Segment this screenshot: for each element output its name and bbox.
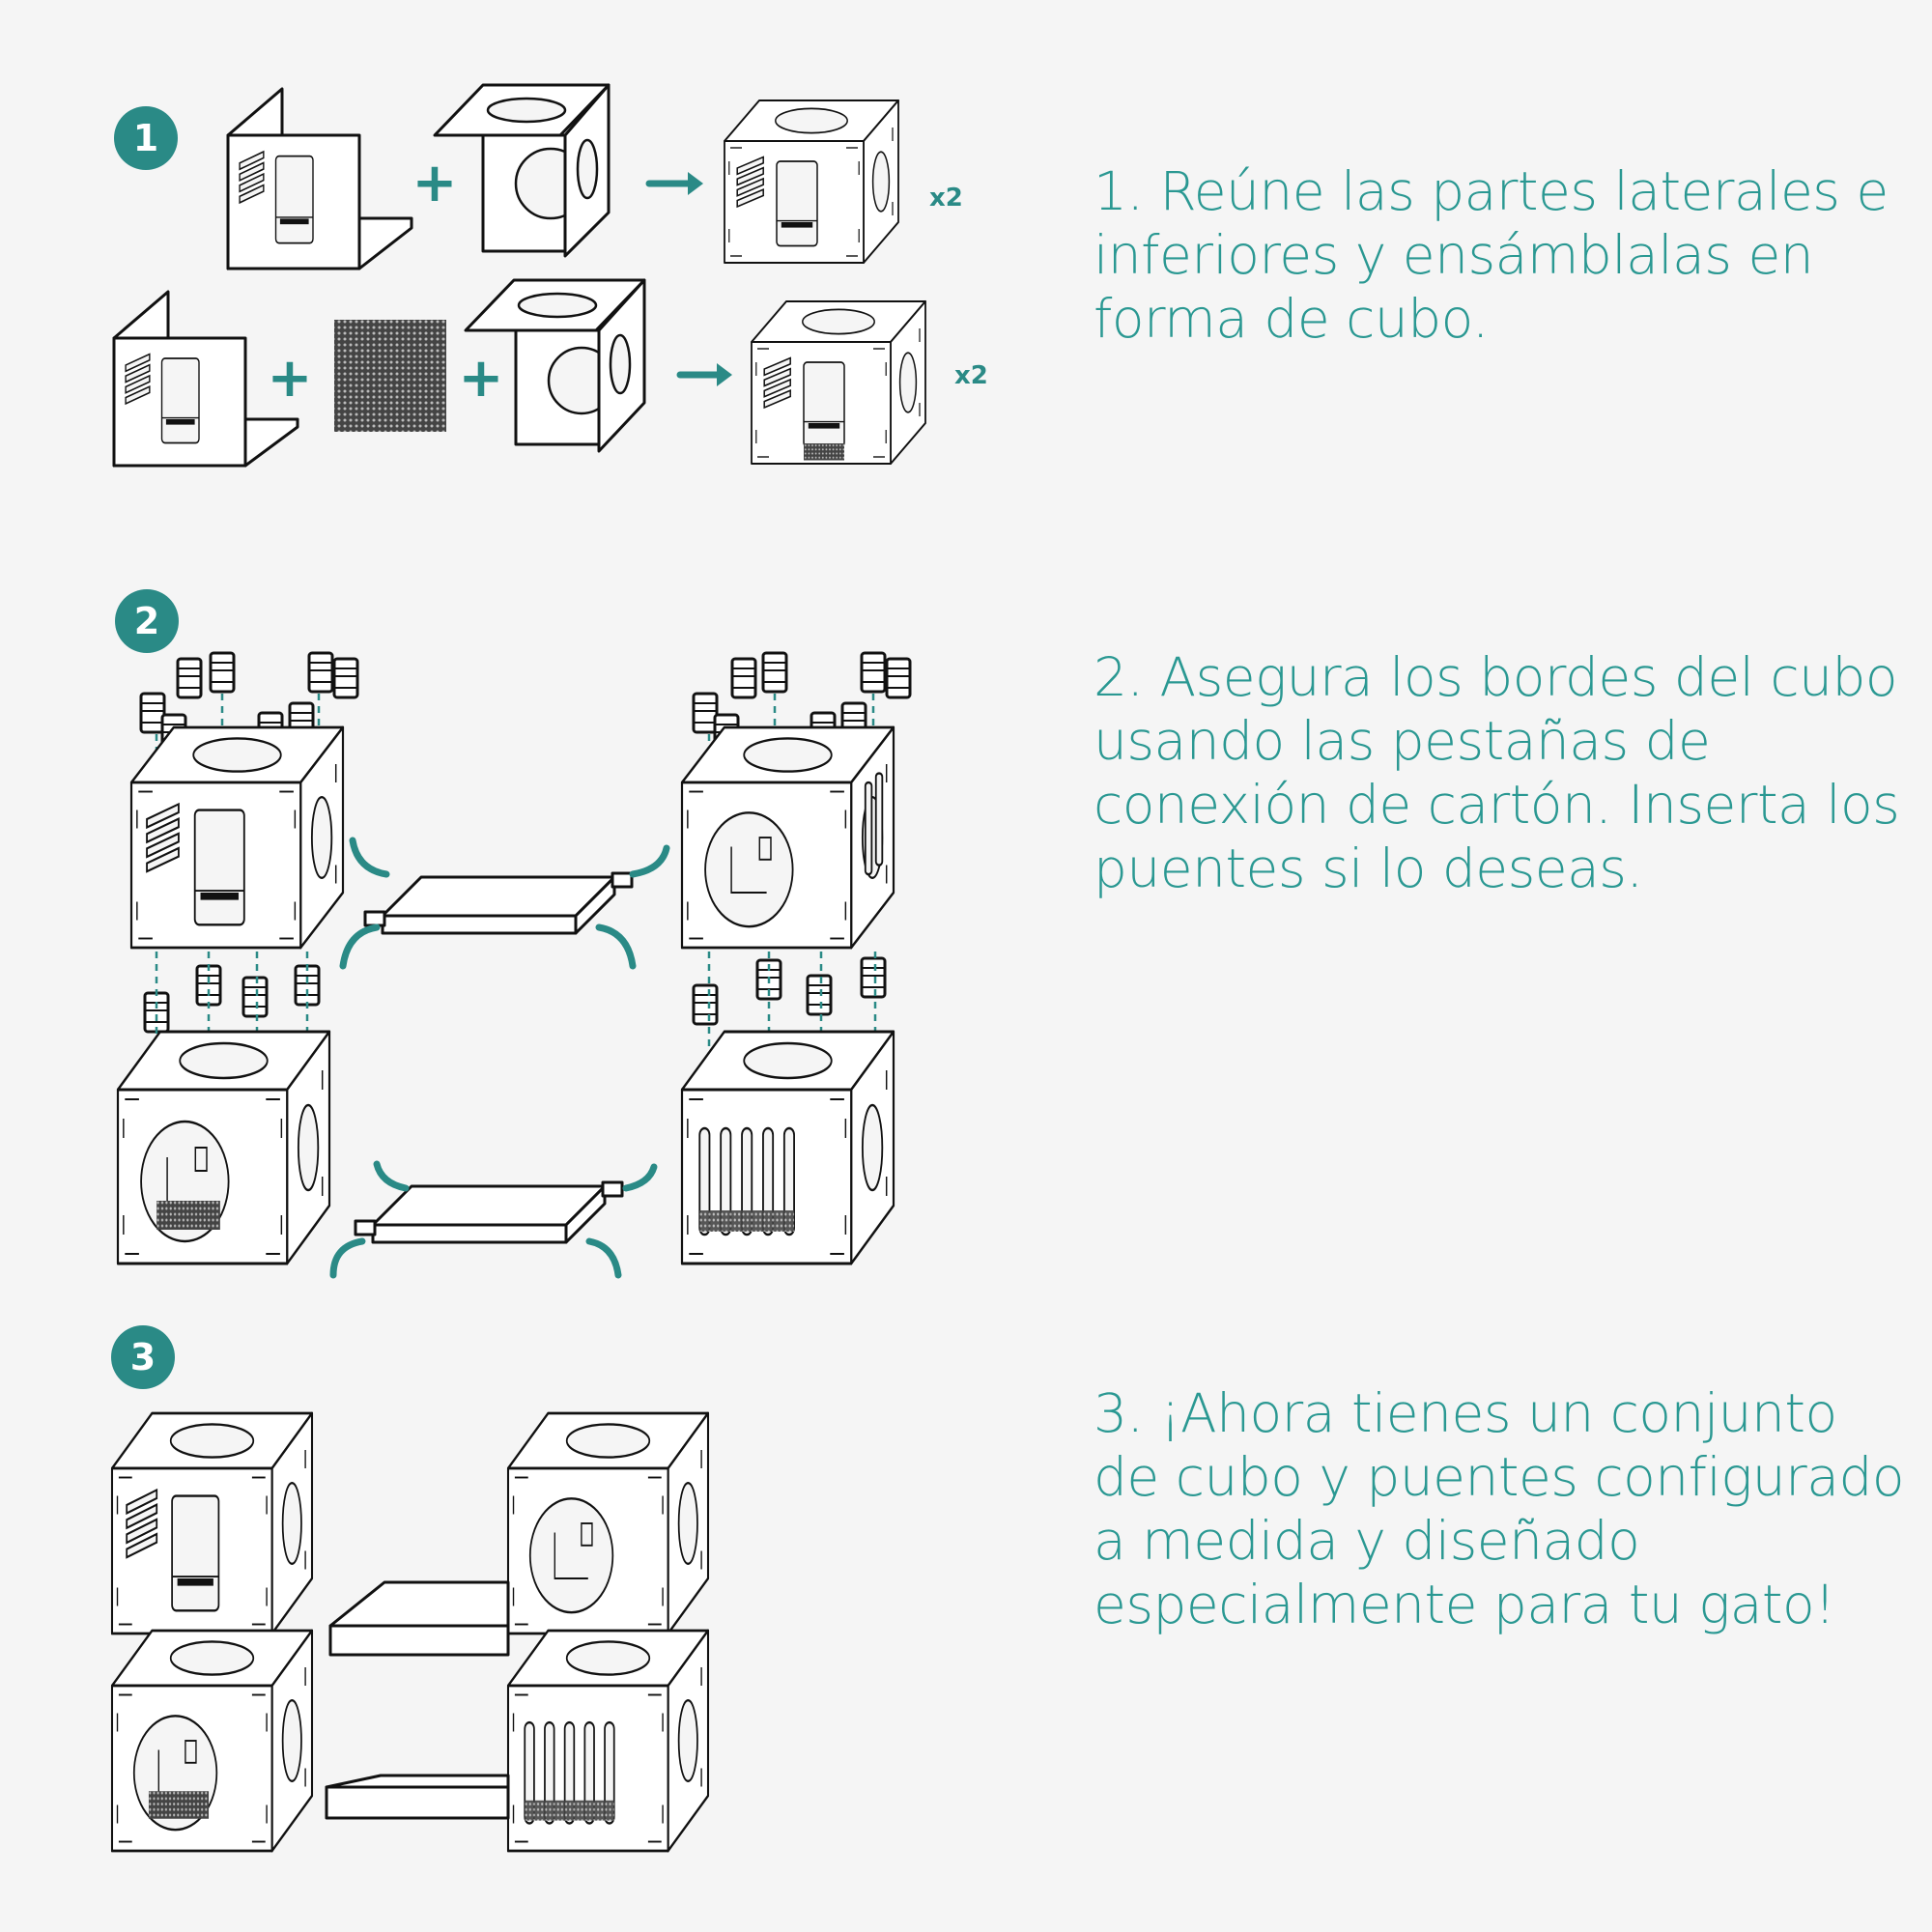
step-badge-2: 2	[115, 589, 179, 653]
step-badge-1: 1	[114, 106, 178, 170]
rotate-arrow-icons	[329, 837, 670, 1279]
step-2-instruction: 2. Asegura los bordes del cubo usando la…	[1094, 646, 1900, 899]
step1-top-panel-1	[433, 83, 611, 258]
step-3-instruction: 3. ¡Ahora tienes un conjunto de cubo y p…	[1094, 1382, 1905, 1635]
step2-cube-top-left	[129, 725, 345, 950]
multiplier-label-2: x2	[954, 361, 988, 390]
step-1-instruction: 1. Reúne las partes laterales e inferior…	[1094, 160, 1889, 350]
step2-cube-bottom-right	[680, 1030, 895, 1265]
step2-bridge-upper	[363, 871, 634, 935]
step1-top-panel-2	[464, 278, 646, 453]
plus-icon: +	[459, 347, 504, 410]
step1-side-panel-2	[112, 290, 299, 468]
multiplier-label-1: x2	[929, 184, 963, 213]
step-badge-3: 3	[111, 1325, 175, 1389]
step3-assembled-structure	[110, 1411, 710, 1853]
plus-icon: +	[268, 347, 313, 410]
step1-side-panel-1	[226, 87, 413, 270]
plus-icon: +	[412, 152, 458, 214]
step2-bridge-lower	[354, 1180, 624, 1244]
mesh-floor-panel	[334, 320, 446, 432]
step1-result-cube-1	[723, 99, 900, 265]
step2-cube-bottom-left	[116, 1030, 331, 1265]
step2-cube-top-right	[680, 725, 895, 950]
step1-result-cube-2	[750, 299, 927, 466]
